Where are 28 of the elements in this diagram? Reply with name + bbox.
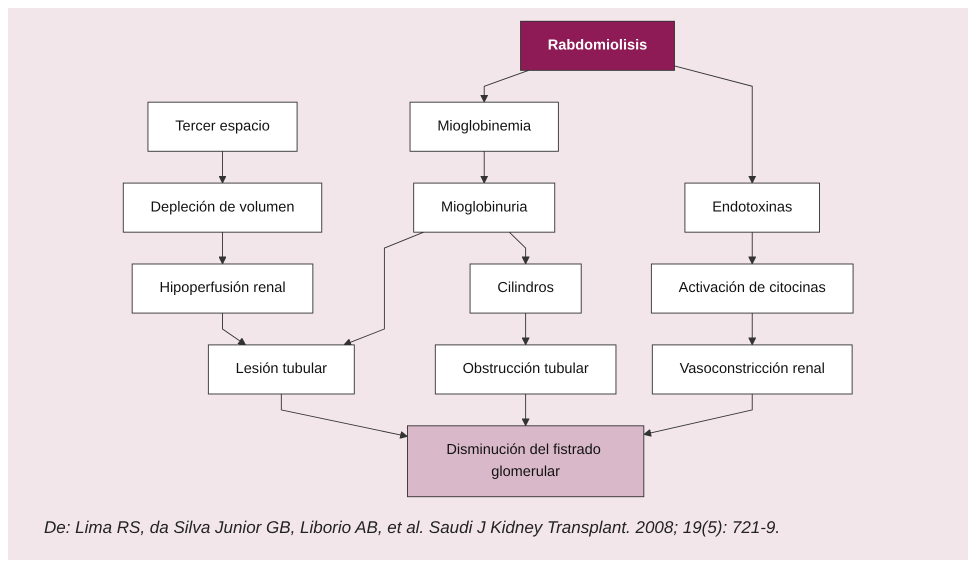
node-box: Tercer espacio — [147, 102, 298, 152]
arrow — [508, 232, 530, 264]
node-box: Vasoconstricción renal — [652, 344, 852, 394]
node-box: Depleción de volumen — [122, 182, 322, 233]
node-box: Obstrucción tubular — [434, 344, 616, 394]
arrow — [521, 312, 530, 346]
arrow — [218, 232, 226, 264]
arrow — [748, 232, 756, 264]
node-box: Rabdomiolisis — [520, 20, 675, 71]
arrow — [480, 70, 530, 103]
arrow — [674, 66, 756, 184]
node-box: Mioglobinemia — [409, 102, 559, 152]
arrow — [480, 150, 488, 184]
arrow — [218, 150, 226, 184]
arrow — [748, 312, 756, 346]
node-box: Activación de citocinas — [650, 264, 854, 314]
arrow — [343, 232, 424, 346]
node-box: Lesión tubular — [208, 344, 355, 394]
node-box: Cilindros — [469, 264, 582, 314]
node-box: Disminución del fistrado glomerular — [406, 425, 644, 498]
arrow — [521, 394, 530, 426]
arrow — [222, 312, 246, 346]
arrow — [280, 394, 408, 439]
node-box: Endotoxinas — [684, 182, 820, 233]
caption: De: Lima RS, da Silva Junior GB, Liborio AB, et al. Saudi J Kidney Transplant. 2008; 19(5): 721-9. — [44, 518, 780, 538]
node-box: Mioglobinuria — [413, 182, 556, 233]
arrow — [643, 394, 752, 437]
node-box: Hipoperfusión renal — [132, 264, 314, 314]
